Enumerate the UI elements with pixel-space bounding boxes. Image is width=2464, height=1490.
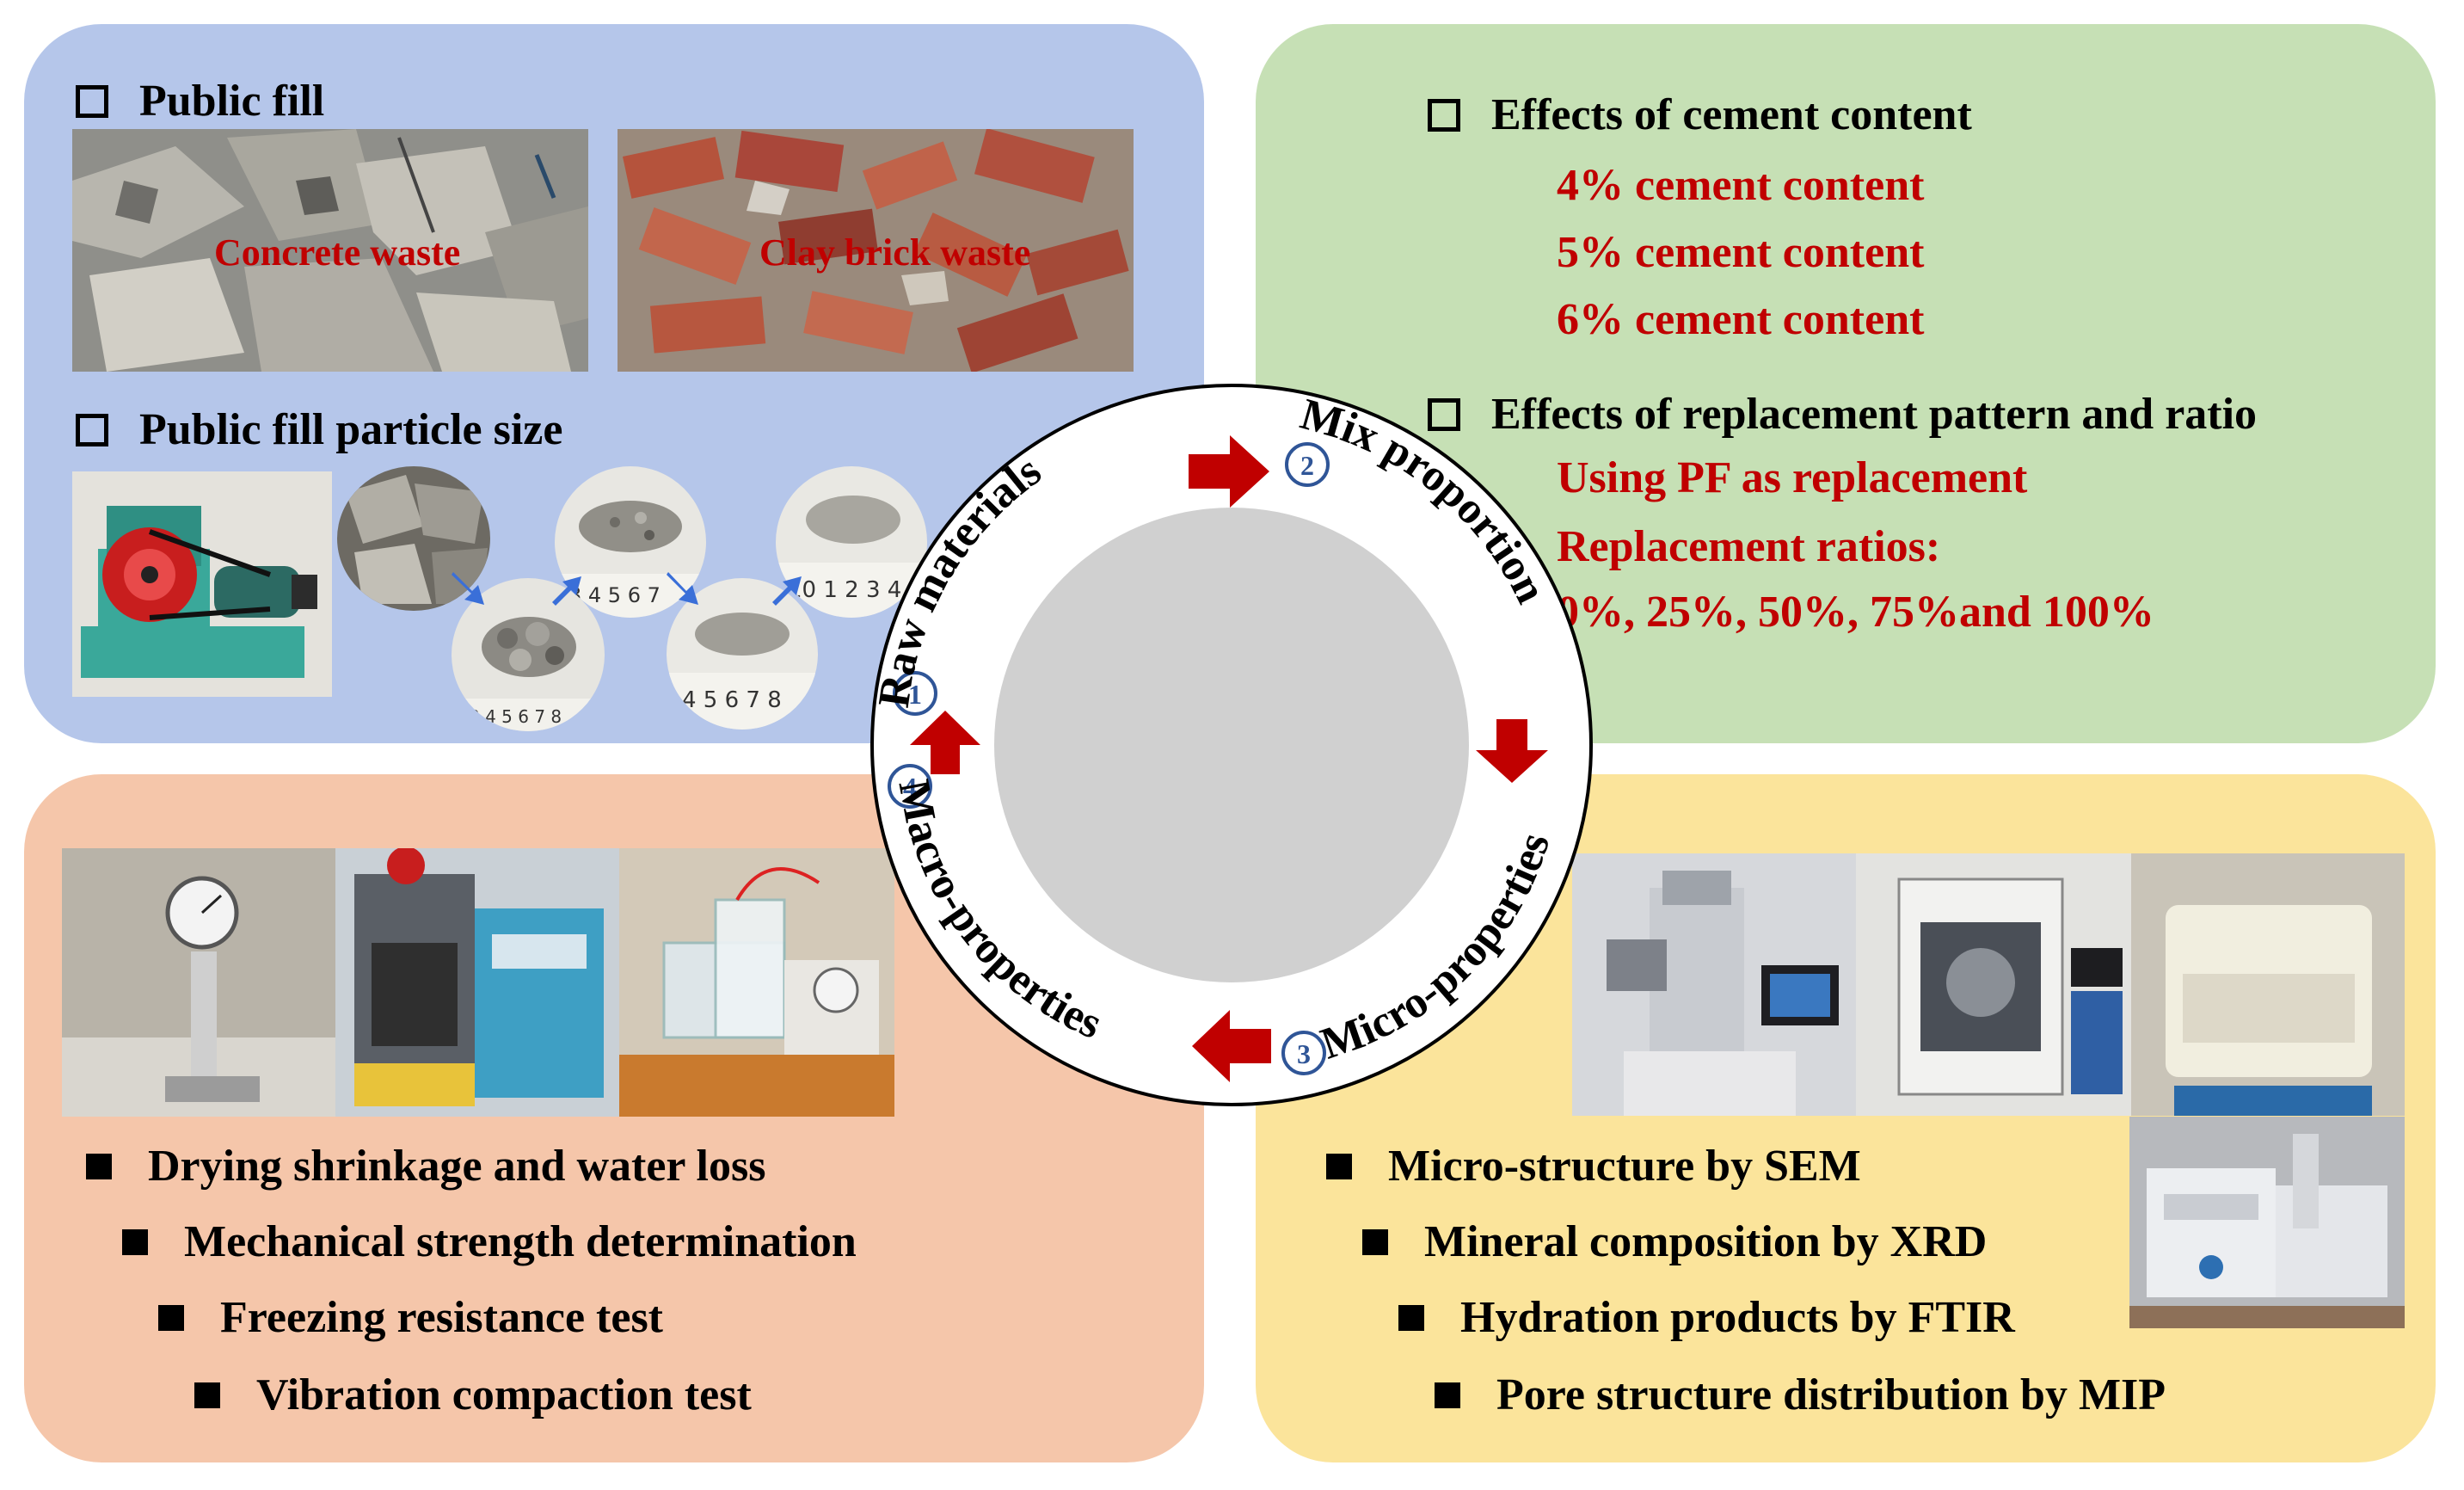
ruler-digits: 4 5 6 7 8 [682, 687, 782, 713]
replacement-effects-heading-text: Effects of replacement pattern and ratio [1491, 390, 2258, 439]
jaw-crusher-image [72, 471, 332, 697]
particle-size-heading-text: Public fill particle size [139, 405, 563, 454]
macro-test-photos [62, 848, 894, 1117]
ruler-digits: 10 1 2 3 4 [788, 577, 901, 603]
micro-item-1-text: Micro-structure by SEM [1388, 1142, 1861, 1191]
particle-size-heading: Public fill particle size [76, 404, 562, 455]
bullet-square-icon [1326, 1153, 1352, 1179]
macro-item-1: Drying shrinkage and water loss [86, 1141, 765, 1191]
concrete-waste-label: Concrete waste [214, 231, 461, 274]
concrete-waste-photo: Concrete waste [72, 129, 588, 372]
step-number-badges: 1 2 3 4 [888, 442, 1330, 1075]
bullet-square-icon [1435, 1382, 1460, 1408]
macro-item-4: Vibration compaction test [194, 1370, 752, 1420]
arrow-right-icon [1189, 435, 1269, 508]
micro-item-2-text: Mineral composition by XRD [1424, 1217, 1988, 1266]
replacement-effects-heading: Effects of replacement pattern and ratio [1428, 389, 2257, 440]
ftir-instrument-photo [2129, 1117, 2405, 1328]
micro-item-1: Micro-structure by SEM [1326, 1141, 1861, 1191]
arrow-up-right-icon [772, 576, 802, 606]
jaw-crusher-photo [72, 471, 332, 697]
coarse-sand-disc: 3 4 5 6 7 [555, 466, 706, 618]
micro-item-4-text: Pore structure distribution by MIP [1496, 1370, 2166, 1419]
macro-item-4-text: Vibration compaction test [256, 1370, 752, 1419]
arrow-down-icon [1476, 719, 1548, 783]
public-fill-heading: Public fill [76, 76, 324, 126]
bullet-square-icon [1398, 1304, 1424, 1331]
bullet-square-icon [86, 1153, 112, 1179]
micro-instrument-photos [1572, 853, 2405, 1116]
checkbox-icon [1428, 397, 1460, 431]
public-fill-heading-text: Public fill [139, 77, 325, 126]
micro-item-3: Hydration products by FTIR [1398, 1292, 2015, 1343]
micro-instruments-image [1572, 853, 2405, 1116]
cement-level-4: 4% cement content [1557, 161, 1925, 210]
cement-effects-heading: Effects of cement content [1428, 89, 1972, 140]
arrow-down-right-icon [667, 572, 698, 605]
arrow-up-icon [910, 711, 980, 774]
micro-item-3-text: Hydration products by FTIR [1460, 1293, 2015, 1342]
ftir-instrument-image [2129, 1117, 2405, 1328]
brick-waste-label: Clay brick waste [759, 231, 1031, 274]
gravel-image: 3 4 5 6 7 8 [452, 578, 605, 731]
step-2-badge [1285, 442, 1330, 487]
step-4-number: 4 [903, 772, 917, 803]
concrete-rubble-image [72, 129, 588, 372]
micro-item-4: Pore structure distribution by MIP [1435, 1370, 2166, 1420]
coarse-sand-image: 3 4 5 6 7 [555, 466, 706, 618]
checkbox-icon [76, 84, 108, 118]
flow-arrows [910, 435, 1548, 1082]
step-1-number: 1 [908, 679, 922, 710]
cement-effects-heading-text: Effects of cement content [1491, 90, 1972, 139]
step-4-badge [888, 764, 932, 809]
step-3-badge [1281, 1031, 1326, 1075]
cement-level-6: 6% cement content [1557, 295, 1925, 344]
bullet-square-icon [1362, 1228, 1388, 1255]
replacement-pattern: Using PF as replacement [1557, 453, 2028, 502]
arrow-left-icon [1192, 1010, 1271, 1082]
micro-item-2: Mineral composition by XRD [1362, 1216, 1987, 1267]
center-disc [994, 508, 1469, 982]
brick-waste-photo: Clay brick waste [618, 129, 1134, 372]
step-2-number: 2 [1300, 450, 1314, 481]
macro-item-2: Mechanical strength determination [122, 1216, 857, 1267]
macro-equipment-image [62, 848, 894, 1117]
blue-arrow-icons [452, 572, 802, 606]
macro-item-3: Freezing resistance test [158, 1292, 663, 1343]
macro-item-1-text: Drying shrinkage and water loss [148, 1142, 766, 1191]
brick-rubble-image [618, 129, 1134, 372]
macro-item-2-text: Mechanical strength determination [184, 1217, 857, 1266]
replacement-ratios-values: 0%, 25%, 50%, 75%and 100% [1557, 588, 2154, 637]
checkbox-icon [1428, 98, 1460, 132]
arrow-up-right-icon [552, 576, 581, 606]
step-3-number: 3 [1297, 1038, 1311, 1069]
bullet-square-icon [122, 1228, 148, 1255]
bullet-square-icon [194, 1382, 220, 1408]
gravel-disc: 3 4 5 6 7 8 [452, 578, 605, 731]
macro-item-3-text: Freezing resistance test [220, 1293, 663, 1342]
step-1-badge [893, 671, 937, 716]
checkbox-icon [76, 413, 108, 446]
cement-level-5: 5% cement content [1557, 228, 1925, 277]
replacement-ratios-label: Replacement ratios: [1557, 522, 1941, 571]
arrow-down-right-icon [452, 572, 484, 605]
bullet-square-icon [158, 1304, 184, 1331]
